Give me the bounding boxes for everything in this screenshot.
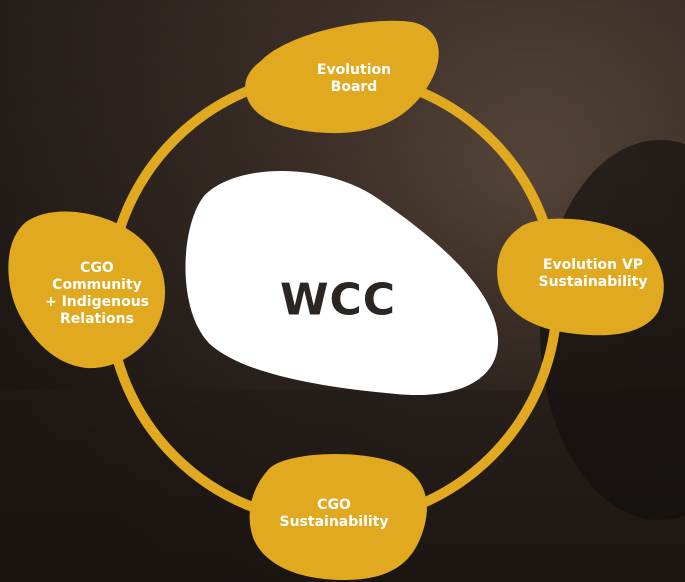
- node-label-line: Relations: [60, 311, 134, 327]
- node-label-line: Evolution VP: [542, 257, 644, 273]
- node-label-line: CGO: [80, 260, 114, 276]
- node-label-cgo-community-indigenous-relations: CGO Community + Indigenous Relations: [45, 260, 149, 328]
- node-label-line: CGO: [317, 497, 351, 513]
- node-label-cgo-sustainability: CGO Sustainability: [280, 497, 389, 531]
- center-blob: [185, 170, 499, 396]
- node-label-evolution-board: Evolution Board: [317, 62, 391, 96]
- node-blob-right: [497, 218, 664, 336]
- node-label-line: Board: [330, 79, 378, 95]
- center-label: WCC: [279, 274, 397, 326]
- node-label-line: Community: [52, 277, 142, 293]
- node-label-line: Sustainability: [538, 274, 648, 290]
- node-blob-top: [245, 20, 439, 134]
- node-label-line: + Indigenous: [44, 294, 150, 310]
- node-label-evolution-vp-sustainability: Evolution VP Sustainability: [539, 257, 648, 291]
- node-label-line: Sustainability: [279, 514, 389, 530]
- node-blob-bottom: [249, 453, 427, 580]
- node-label-line: Evolution: [316, 62, 392, 78]
- node-blob-left: [8, 211, 166, 369]
